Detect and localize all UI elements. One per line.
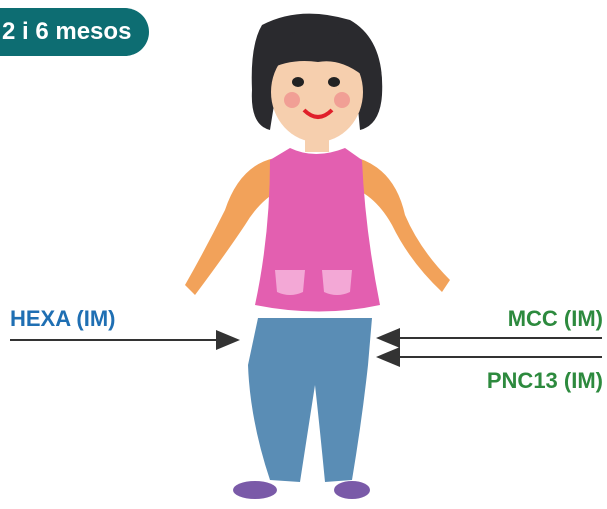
label-pnc13: PNC13 (IM) — [486, 368, 603, 393]
left-arm — [185, 158, 280, 295]
right-arm — [358, 158, 450, 292]
face — [271, 42, 363, 142]
mouth — [302, 108, 334, 119]
left-eye — [292, 77, 304, 87]
label-mcc: MCC (IM) — [507, 306, 603, 331]
right-shoe — [334, 481, 370, 499]
jeans — [248, 318, 372, 482]
left-shoe — [233, 481, 277, 499]
bangs — [268, 28, 362, 75]
age-badge: 2 i 6 mesos — [0, 8, 150, 56]
right-eye — [328, 77, 340, 87]
label-hexa: HEXA (IM) — [10, 306, 116, 331]
